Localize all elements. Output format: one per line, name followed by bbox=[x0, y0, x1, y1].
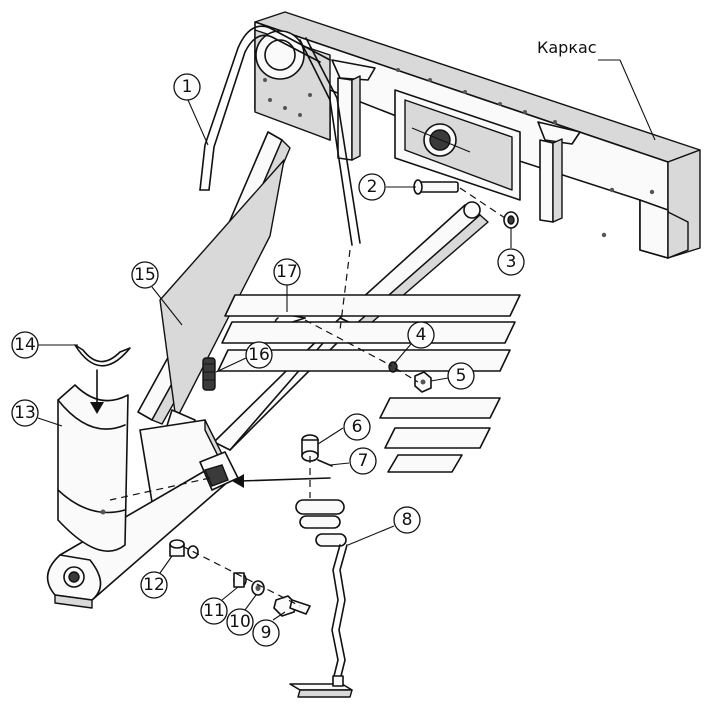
svg-text:7: 7 bbox=[358, 451, 369, 471]
callout-7: 7 bbox=[329, 447, 377, 475]
callout-5: 5 bbox=[430, 362, 475, 390]
base-bracket bbox=[46, 419, 239, 609]
frame-title: Каркас bbox=[537, 38, 597, 57]
nut-5 bbox=[414, 371, 432, 393]
callout-13: 13 bbox=[11, 399, 63, 427]
callout-10: 10 bbox=[226, 594, 257, 636]
bolt-9 bbox=[273, 595, 311, 617]
chain-assembly bbox=[289, 499, 353, 698]
svg-text:16: 16 bbox=[248, 345, 270, 365]
bushing-3 bbox=[503, 211, 519, 229]
svg-text:2: 2 bbox=[367, 177, 378, 197]
svg-text:8: 8 bbox=[402, 510, 413, 530]
pin-2 bbox=[413, 179, 459, 195]
callout-2: 2 bbox=[358, 173, 416, 201]
main-lever-arm bbox=[137, 131, 291, 445]
svg-text:10: 10 bbox=[229, 612, 251, 632]
frame-upper-bracket-left bbox=[331, 59, 376, 161]
svg-text:5: 5 bbox=[456, 366, 467, 386]
bushing-12 bbox=[169, 539, 199, 559]
svg-text:3: 3 bbox=[506, 252, 517, 272]
callout-9: 9 bbox=[252, 611, 286, 647]
callout-15: 15 bbox=[131, 261, 183, 326]
svg-text:1: 1 bbox=[182, 77, 193, 97]
svg-text:15: 15 bbox=[134, 265, 156, 285]
callout-8: 8 bbox=[347, 506, 421, 546]
svg-text:12: 12 bbox=[143, 575, 165, 595]
lock-washer-10 bbox=[251, 580, 265, 596]
callout-4: 4 bbox=[393, 321, 435, 365]
guide-plates bbox=[217, 294, 521, 473]
callout-11: 11 bbox=[200, 586, 239, 625]
svg-text:17: 17 bbox=[276, 262, 298, 282]
callout-1: 1 bbox=[173, 73, 209, 146]
svg-text:13: 13 bbox=[14, 403, 36, 423]
half-ring bbox=[74, 344, 131, 414]
frame-title-leader bbox=[619, 59, 656, 141]
callout-16: 16 bbox=[215, 341, 273, 373]
callout-17: 17 bbox=[273, 258, 301, 312]
assembly-lines bbox=[109, 187, 506, 607]
callout-3: 3 bbox=[497, 228, 525, 276]
cotter-7 bbox=[317, 459, 333, 467]
svg-text:4: 4 bbox=[416, 325, 427, 345]
bushing-11 bbox=[233, 572, 247, 588]
callout-6: 6 bbox=[317, 413, 371, 445]
u-rod bbox=[199, 25, 361, 246]
svg-text:9: 9 bbox=[261, 623, 272, 643]
washer-4 bbox=[388, 361, 398, 373]
svg-text:6: 6 bbox=[352, 417, 363, 437]
svg-text:11: 11 bbox=[203, 601, 225, 621]
frame-upper-bracket-right bbox=[537, 121, 581, 223]
spring bbox=[202, 357, 216, 391]
callout-14: 14 bbox=[11, 331, 78, 359]
callout-12: 12 bbox=[140, 555, 173, 599]
svg-text:14: 14 bbox=[14, 335, 36, 355]
curved-plate bbox=[57, 384, 129, 552]
